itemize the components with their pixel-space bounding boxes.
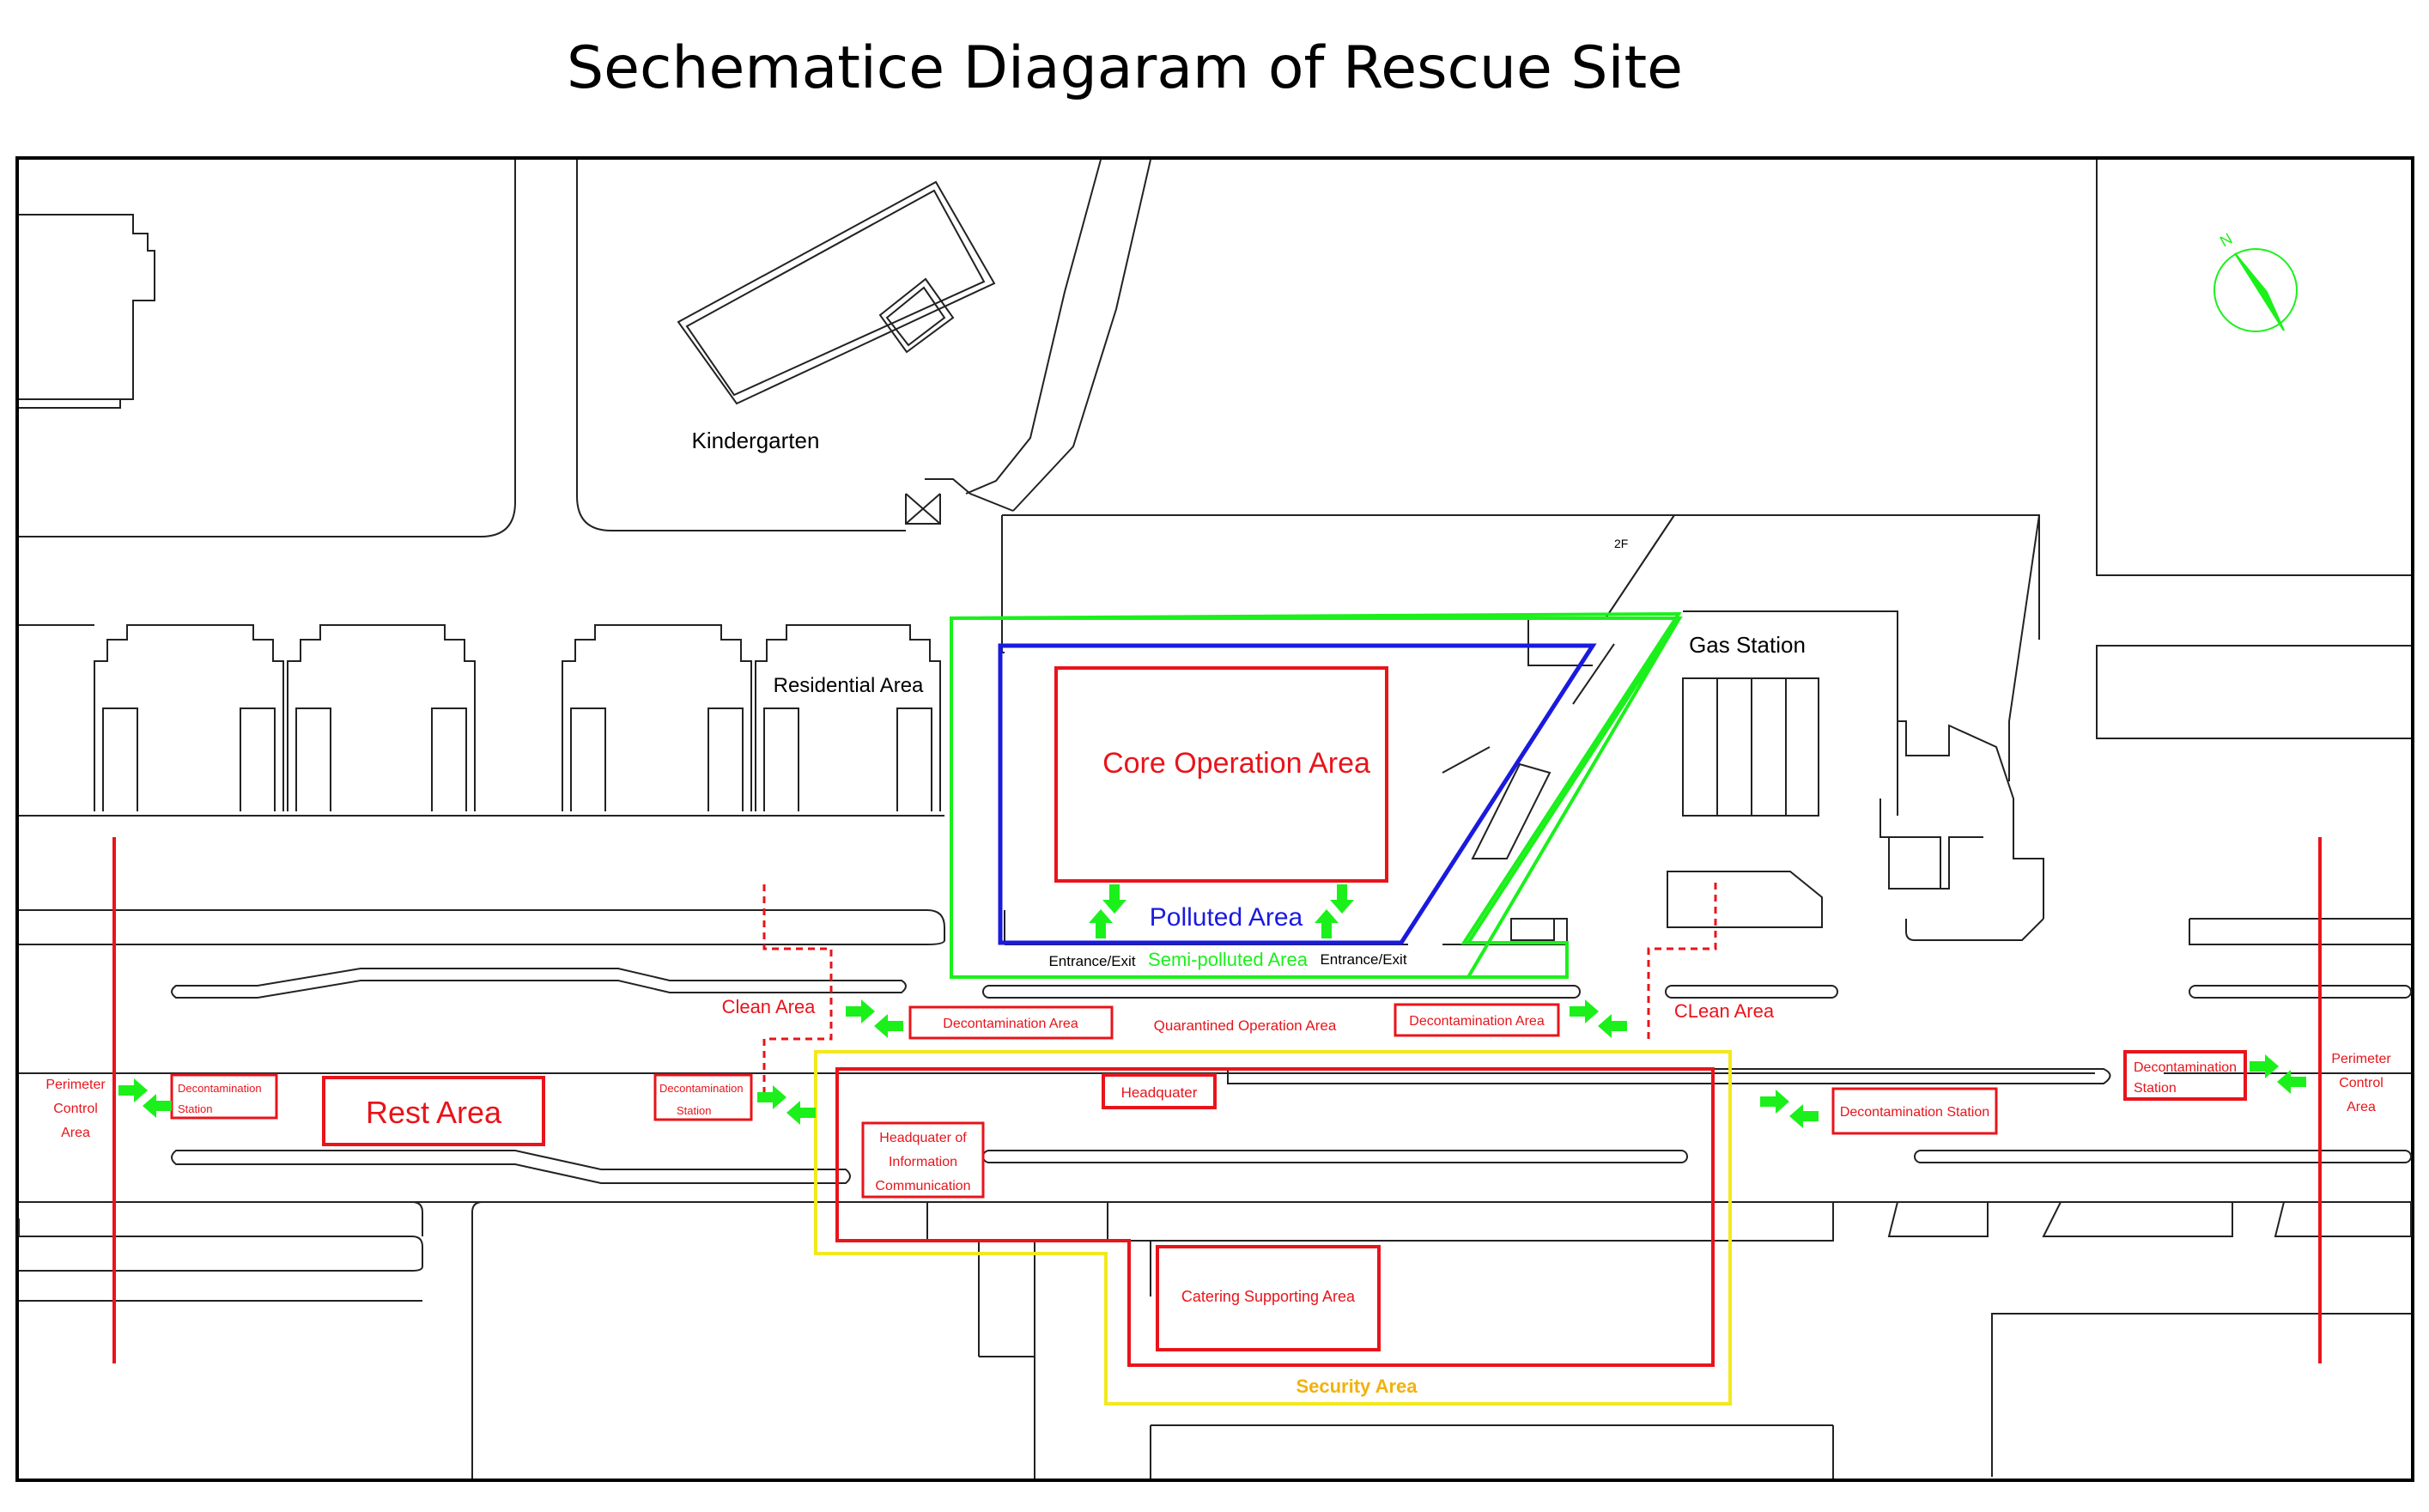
hq-info-line3: Communication (875, 1179, 970, 1193)
green-arrow-icon (1315, 909, 1339, 938)
green-arrow-icon (1789, 1104, 1819, 1128)
decon-station-left-line1: Decontamination (178, 1082, 262, 1095)
decon-station-far-right-line2: Station (2134, 1081, 2177, 1096)
quarantined-support-zone (835, 1067, 1715, 1367)
perimeter-right-line1: Perimeter (2331, 1052, 2391, 1066)
entrance-left-label: Entrance/Exit (1048, 953, 1135, 969)
decon-station-box-mid (653, 1073, 753, 1121)
decon-station-far-right-line1: Decontamination (2134, 1060, 2237, 1075)
semi-polluted-label: Semi-polluted Area (1148, 949, 1309, 970)
clean-area-left-boundary (762, 884, 833, 1092)
polluted-label: Polluted Area (1150, 903, 1303, 932)
perimeter-right-line3: Area (2347, 1100, 2376, 1114)
green-arrow-icon (1330, 884, 1354, 914)
green-arrow-icon (846, 999, 875, 1023)
decon-area-label-1: Decontamination Area (943, 1017, 1078, 1031)
decon-station-left-line2: Station (178, 1102, 212, 1115)
hq-info-box (861, 1121, 985, 1199)
decon-station-box-left (170, 1073, 278, 1120)
rest-area-label: Rest Area (366, 1095, 502, 1130)
rest-area-box (322, 1076, 545, 1146)
decon-station-box-right (1831, 1087, 1998, 1135)
green-arrow-icon (143, 1094, 172, 1118)
polluted-zone (998, 643, 1597, 945)
decon-station-mid-line2: Station (677, 1104, 711, 1117)
core-operation-zone (1054, 666, 1388, 883)
hq-info-line2: Information (889, 1155, 957, 1169)
residential-label: Residential Area (774, 674, 924, 697)
green-arrow-icon (1089, 909, 1113, 938)
hq-info-line1: Headquater of (879, 1131, 967, 1145)
catering-box (1156, 1245, 1381, 1351)
green-arrow-icon (1598, 1014, 1627, 1038)
decon-area-box-2 (1394, 1003, 1560, 1037)
clean-area-left-label: Clean Area (722, 996, 817, 1017)
headquarter-label: Headquater (1121, 1084, 1198, 1101)
security-label: Security Area (1296, 1375, 1418, 1397)
green-arrow-icon (874, 1014, 903, 1038)
clean-area-right-label: CLean Area (1674, 1000, 1775, 1022)
core-operation-label: Core Operation Area (1102, 747, 1370, 780)
catering-label: Catering Supporting Area (1181, 1288, 1356, 1305)
green-arrow-icon (2250, 1054, 2279, 1078)
decon-station-mid-line1: Decontamination (659, 1082, 744, 1095)
semi-polluted-zone-outline (950, 616, 1683, 979)
green-arrow-icon (757, 1085, 786, 1109)
perimeter-left-line1: Perimeter (46, 1078, 106, 1092)
green-arrow-icon (786, 1101, 816, 1125)
perimeter-left-line3: Area (61, 1126, 90, 1140)
green-arrow-icon (1102, 884, 1126, 914)
perimeter-left-line2: Control (53, 1102, 98, 1116)
green-arrow-icon (1570, 999, 1599, 1023)
decon-area-box-1 (908, 1005, 1114, 1040)
headquarter-box (1102, 1073, 1217, 1109)
green-arrow-icon (1760, 1090, 1789, 1114)
floor-mark: 2F (1614, 537, 1628, 550)
quarantined-label: Quarantined Operation Area (1154, 1017, 1337, 1034)
decon-station-label-right: Decontamination Station (1840, 1105, 1989, 1120)
security-zone (814, 1050, 1732, 1406)
kindergarten-label: Kindergarten (692, 428, 820, 453)
perimeter-right-line2: Control (2339, 1076, 2383, 1090)
decon-station-box-far-right (2123, 1050, 2247, 1101)
entrance-right-label: Entrance/Exit (1320, 951, 1406, 968)
clean-area-right-boundary (1647, 883, 1717, 1039)
green-arrow-icon (118, 1078, 148, 1102)
diagram-title: Sechematice Diagaram of Rescue Site (567, 34, 1683, 102)
base-map (17, 159, 2412, 1479)
north-label: N (2217, 230, 2235, 251)
north-arrow-icon (2213, 248, 2298, 332)
decon-area-label-2: Decontamination Area (1409, 1014, 1545, 1029)
gas-station-label: Gas Station (1689, 632, 1806, 658)
map-frame (15, 156, 2414, 1482)
